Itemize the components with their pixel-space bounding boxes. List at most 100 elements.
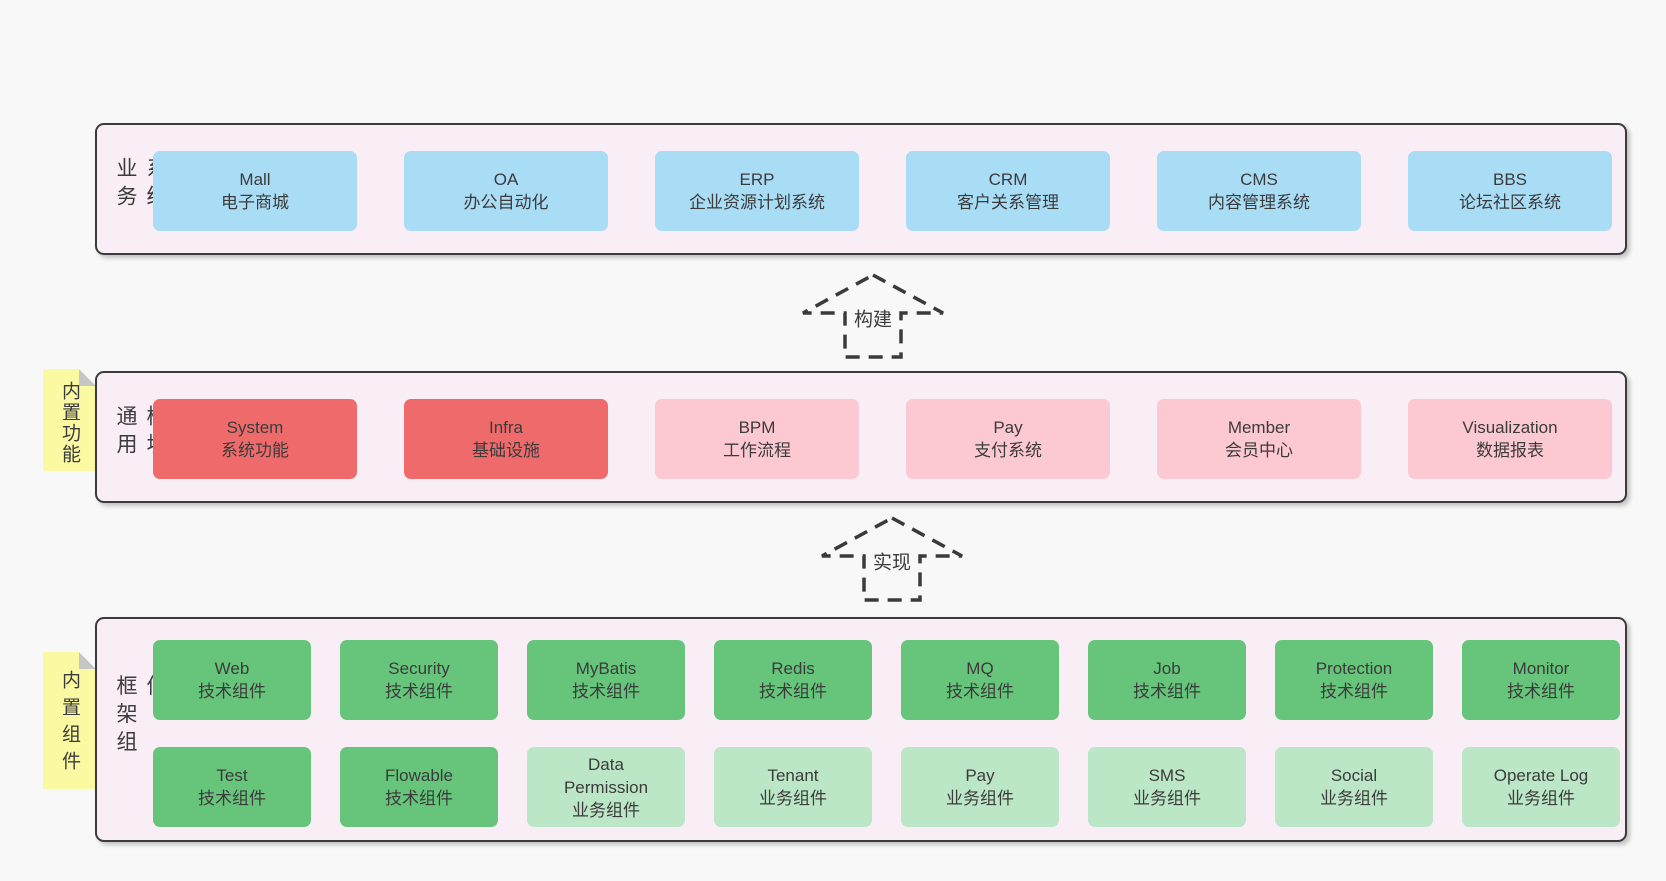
module-box-mall: Mall 电子商城 xyxy=(153,151,357,231)
module-box-visualization: Visualization 数据报表 xyxy=(1408,399,1612,479)
module-subtitle: 技术组件 xyxy=(572,682,640,701)
layer-business-systems: 业务系统 Mall电子商城OA办公自动化ERP企业资源计划系统CRM客户关系管理… xyxy=(95,123,1627,255)
module-subtitle: 工作流程 xyxy=(723,441,791,460)
module-box-web: Web 技术组件 xyxy=(153,640,311,720)
common-modules-row: System 系统功能 Infra 基础设施 BPM 工作流程 Pay 支付系统 Member 会… xyxy=(153,399,1612,479)
business-systems-row: Mall 电子商城 OA 办公自动化 ERP 企业资源计划系统 CRM 客户关系管理 CMS 内容… xyxy=(153,151,1612,231)
dashed-up-arrow-icon xyxy=(821,516,963,602)
module-title: Job xyxy=(1153,659,1181,678)
module-box-erp: ERP 企业资源计划系统 xyxy=(655,151,859,231)
module-title: Visualization xyxy=(1462,418,1558,437)
module-title: Tenant xyxy=(767,766,819,785)
module-title: BBS xyxy=(1492,170,1528,189)
arrow-implement-label: 实现 xyxy=(868,546,916,576)
module-box-bpm: BPM 工作流程 xyxy=(655,399,859,479)
module-title: BPM xyxy=(738,418,776,437)
arrow-build: 构建 xyxy=(798,272,948,360)
module-title: OA xyxy=(493,170,519,189)
module-subtitle: 业务组件 xyxy=(1507,789,1575,808)
module-title: MQ xyxy=(966,659,994,678)
module-subtitle: 支付系统 xyxy=(974,441,1042,460)
module-box-mq: MQ 技术组件 xyxy=(901,640,1059,720)
sticky-note-built-in-components: 内置组件 xyxy=(43,652,96,789)
module-subtitle: 数据报表 xyxy=(1476,441,1544,460)
module-title: Protection xyxy=(1315,659,1393,678)
module-subtitle: 技术组件 xyxy=(385,789,453,808)
module-subtitle: 技术组件 xyxy=(198,682,266,701)
module-subtitle: 系统功能 xyxy=(221,441,289,460)
module-subtitle: 技术组件 xyxy=(1507,682,1575,701)
module-subtitle: 业务组件 xyxy=(1133,789,1201,808)
module-box-monitor: Monitor 技术组件 xyxy=(1462,640,1620,720)
module-subtitle: 技术组件 xyxy=(385,682,453,701)
sticky-note-built-in-features: 内置功能 xyxy=(43,369,96,471)
module-title: Flowable xyxy=(384,766,454,785)
module-box-mybatis: MyBatis 技术组件 xyxy=(527,640,685,720)
module-title: Data Permission xyxy=(563,754,649,797)
module-subtitle: 办公自动化 xyxy=(463,193,549,212)
module-subtitle: 技术组件 xyxy=(759,682,827,701)
module-box-member: Member 会员中心 xyxy=(1157,399,1361,479)
module-title: Security xyxy=(388,659,450,678)
module-box-security: Security 技术组件 xyxy=(340,640,498,720)
module-subtitle: 电子商城 xyxy=(221,193,289,212)
module-subtitle: 技术组件 xyxy=(1133,682,1201,701)
module-title: Social xyxy=(1330,766,1378,785)
module-box-system: System 系统功能 xyxy=(153,399,357,479)
module-box-protection: Protection 技术组件 xyxy=(1275,640,1433,720)
module-subtitle: 业务组件 xyxy=(1320,789,1388,808)
module-title: Pay xyxy=(965,766,995,785)
module-box-infra: Infra 基础设施 xyxy=(404,399,608,479)
module-title: Monitor xyxy=(1512,659,1570,678)
module-subtitle: 内容管理系统 xyxy=(1208,193,1310,212)
module-box-social: Social 业务组件 xyxy=(1275,747,1433,827)
module-title: Redis xyxy=(771,659,815,678)
dashed-up-arrow-icon xyxy=(802,273,944,359)
module-box-flowable: Flowable 技术组件 xyxy=(340,747,498,827)
module-title: Web xyxy=(214,659,250,678)
sticky-note-text: 内置功能 xyxy=(59,381,80,465)
module-title: CRM xyxy=(988,170,1028,189)
module-box-test: Test 技术组件 xyxy=(153,747,311,827)
module-subtitle: 客户关系管理 xyxy=(957,193,1059,212)
module-box-sms: SMS 业务组件 xyxy=(1088,747,1246,827)
module-title: SMS xyxy=(1148,766,1186,785)
arrow-build-label: 构建 xyxy=(849,303,897,333)
module-title: Pay xyxy=(993,418,1023,437)
folded-corner-icon xyxy=(79,652,96,669)
sticky-note-text: 内置组件 xyxy=(59,669,80,778)
module-title: Member xyxy=(1227,418,1291,437)
module-subtitle: 业务组件 xyxy=(946,789,1014,808)
module-subtitle: 会员中心 xyxy=(1225,441,1293,460)
module-subtitle: 技术组件 xyxy=(198,789,266,808)
module-box-pay: Pay 支付系统 xyxy=(906,399,1110,479)
module-box-cms: CMS 内容管理系统 xyxy=(1157,151,1361,231)
module-subtitle: 企业资源计划系统 xyxy=(689,193,825,212)
layer-framework-components: 框架组件 Web技术组件Security技术组件MyBatis技术组件Redis… xyxy=(95,617,1627,842)
module-subtitle: 业务组件 xyxy=(759,789,827,808)
module-subtitle: 论坛社区系统 xyxy=(1459,193,1561,212)
module-title: Test xyxy=(216,766,248,785)
module-title: CMS xyxy=(1240,170,1278,189)
module-box-bbs: BBS 论坛社区系统 xyxy=(1408,151,1612,231)
module-title: MyBatis xyxy=(575,659,637,678)
module-subtitle: 技术组件 xyxy=(946,682,1014,701)
module-box-job: Job 技术组件 xyxy=(1088,640,1246,720)
module-box-pay: Pay 业务组件 xyxy=(901,747,1059,827)
module-box-data-permission: Data Permission 业务组件 xyxy=(527,747,685,827)
arrow-implement: 实现 xyxy=(817,515,967,603)
module-subtitle: 业务组件 xyxy=(572,800,640,820)
module-title: Mall xyxy=(239,170,271,189)
module-box-redis: Redis 技术组件 xyxy=(714,640,872,720)
module-title: Infra xyxy=(488,418,524,437)
module-title: System xyxy=(226,418,284,437)
folded-corner-icon xyxy=(79,369,96,386)
module-subtitle: 基础设施 xyxy=(472,441,540,460)
module-title: ERP xyxy=(739,170,775,189)
module-subtitle: 技术组件 xyxy=(1320,682,1388,701)
module-box-crm: CRM 客户关系管理 xyxy=(906,151,1110,231)
module-box-oa: OA 办公自动化 xyxy=(404,151,608,231)
